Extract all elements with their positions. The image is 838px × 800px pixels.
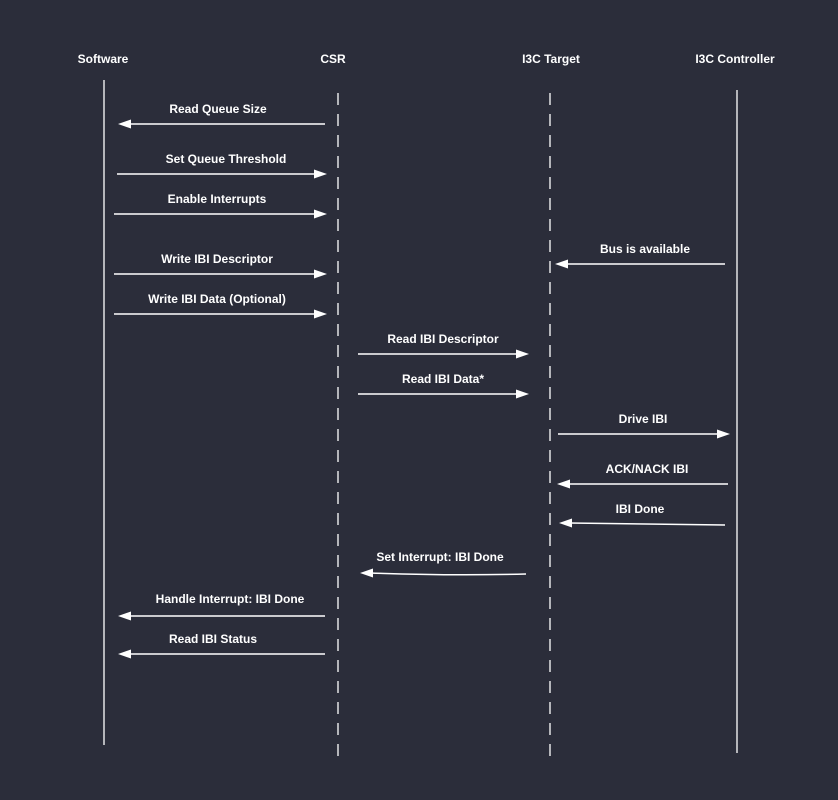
arrowhead-right-icon: [314, 269, 327, 279]
message-ibi-done: IBI Done: [559, 502, 726, 528]
message-label: Write IBI Data (Optional): [148, 292, 286, 306]
participant-i3c-target-label: I3C Target: [522, 52, 580, 66]
message-drive-ibi: Drive IBI: [558, 412, 730, 439]
arrowhead-left-icon: [118, 649, 131, 659]
arrowhead-right-icon: [314, 209, 327, 219]
message-bus-is-available: Bus is available: [555, 242, 725, 269]
message-label: Drive IBI: [619, 412, 668, 426]
message-label: Read IBI Descriptor: [387, 332, 499, 346]
arrowhead-left-icon: [118, 119, 131, 129]
message-label: IBI Done: [616, 502, 665, 516]
message-handle-interrupt-ibi-done: Handle Interrupt: IBI Done: [118, 592, 325, 621]
message-label: Bus is available: [600, 242, 690, 256]
message-write-ibi-descriptor: Write IBI Descriptor: [114, 252, 327, 279]
message-set-interrupt-ibi-done: Set Interrupt: IBI Done: [360, 550, 527, 578]
message-read-ibi-descriptor: Read IBI Descriptor: [358, 332, 529, 359]
message-read-queue-size: Read Queue Size: [118, 102, 325, 129]
arrowhead-right-icon: [314, 309, 327, 319]
message-write-ibi-data-optional: Write IBI Data (Optional): [114, 292, 327, 319]
message-read-ibi-data: Read IBI Data*: [358, 372, 529, 399]
arrowhead-left-icon: [118, 611, 131, 621]
participant-i3c-controller-label: I3C Controller: [695, 52, 775, 66]
message-label: ACK/NACK IBI: [606, 462, 689, 476]
participant-csr-label: CSR: [320, 52, 346, 66]
message-read-ibi-status: Read IBI Status: [118, 632, 325, 659]
arrowhead-right-icon: [717, 429, 730, 439]
message-arrow-line: [568, 522, 726, 526]
participant-software-label: Software: [78, 52, 129, 66]
message-arrow-line: [369, 572, 527, 576]
arrowhead-left-icon: [555, 259, 568, 269]
message-label: Set Interrupt: IBI Done: [376, 550, 504, 564]
message-label: Enable Interrupts: [168, 192, 267, 206]
arrowhead-right-icon: [516, 389, 529, 399]
message-label: Write IBI Descriptor: [161, 252, 273, 266]
message-label: Read Queue Size: [169, 102, 267, 116]
arrowhead-right-icon: [516, 349, 529, 359]
message-enable-interrupts: Enable Interrupts: [114, 192, 327, 219]
arrowhead-right-icon: [314, 169, 327, 179]
message-label: Read IBI Status: [169, 632, 257, 646]
arrowhead-left-icon: [360, 568, 373, 578]
arrowhead-left-icon: [559, 518, 572, 528]
message-label: Handle Interrupt: IBI Done: [156, 592, 305, 606]
message-label: Set Queue Threshold: [166, 152, 287, 166]
message-label: Read IBI Data*: [402, 372, 484, 386]
message-ack-nack-ibi: ACK/NACK IBI: [557, 462, 728, 489]
message-set-queue-threshold: Set Queue Threshold: [117, 152, 327, 179]
arrowhead-left-icon: [557, 479, 570, 489]
